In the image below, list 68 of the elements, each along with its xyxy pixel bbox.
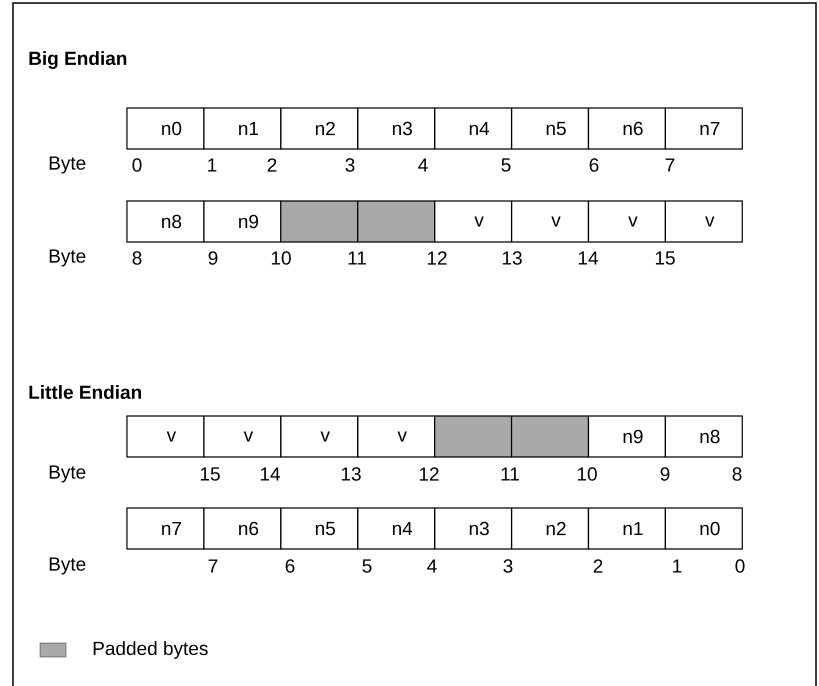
byte-cell: n2 — [510, 507, 590, 550]
byte-number: 12 — [428, 251, 447, 265]
byte-cell: n3 — [357, 107, 436, 150]
byte-number: 15 — [200, 467, 220, 481]
byte-number: 14 — [578, 251, 598, 265]
byte-number: 5 — [362, 559, 372, 573]
byte-number: 14 — [260, 467, 280, 481]
byte-cell: n8 — [126, 200, 204, 243]
byte-cell: v — [203, 415, 282, 458]
byte-cell: n6 — [588, 107, 666, 150]
legend-text: Padded bytes — [94, 641, 208, 659]
byte-cell: n0 — [664, 507, 743, 550]
byte-number: 10 — [578, 467, 597, 481]
byte-label: Byte — [50, 558, 86, 574]
byte-cell: n0 — [126, 107, 204, 150]
padded-cell — [434, 415, 512, 458]
byte-cell: n4 — [434, 107, 512, 150]
byte-cell: v — [588, 200, 666, 243]
byte-number: 0 — [735, 559, 745, 573]
byte-cell: n2 — [280, 107, 358, 150]
byte-cell: v — [280, 415, 358, 458]
byte-number: 6 — [286, 559, 294, 573]
byte-number: 13 — [342, 467, 361, 481]
byte-number: 9 — [660, 467, 670, 481]
byte-number: 2 — [268, 158, 276, 172]
byte-label: Byte — [50, 156, 86, 174]
byte-number: 15 — [656, 251, 675, 265]
byte-number: 9 — [208, 251, 218, 265]
byte-number: 5 — [501, 158, 510, 172]
byte-cell: n1 — [203, 107, 282, 150]
byte-number: 4 — [427, 559, 437, 573]
byte-number: 8 — [732, 467, 742, 481]
section-heading: Little Endian — [29, 385, 142, 399]
byte-cell: n9 — [588, 415, 666, 458]
byte-cell: v — [126, 415, 204, 458]
byte-cell: n5 — [510, 107, 590, 150]
byte-cell: n7 — [664, 107, 743, 150]
byte-cell: n6 — [203, 507, 282, 550]
byte-cell: n1 — [588, 507, 666, 550]
byte-number: 4 — [418, 158, 428, 172]
byte-number: 2 — [594, 559, 602, 573]
byte-cell: n7 — [126, 507, 204, 550]
byte-cell: v — [664, 200, 743, 243]
byte-number: 11 — [348, 251, 366, 265]
byte-number: 3 — [345, 158, 354, 172]
section-heading: Big Endian — [29, 51, 126, 69]
byte-number: 6 — [590, 158, 598, 172]
byte-cell: n4 — [357, 507, 436, 550]
padded-cell — [280, 200, 358, 243]
byte-label: Byte — [50, 466, 86, 482]
byte-number: 11 — [502, 467, 519, 481]
byte-cell: n5 — [280, 507, 358, 550]
byte-number: 1 — [673, 559, 682, 573]
padded-cell — [357, 200, 436, 243]
byte-number: 13 — [502, 251, 522, 265]
byte-label: Byte — [50, 250, 86, 266]
byte-number: 7 — [208, 559, 218, 573]
byte-number: 0 — [132, 158, 142, 172]
byte-number: 7 — [666, 158, 674, 172]
byte-number: 12 — [420, 467, 439, 481]
byte-cell: v — [434, 200, 512, 243]
byte-cell: n3 — [434, 507, 512, 550]
padded-cell — [510, 415, 590, 458]
byte-cell: v — [510, 200, 590, 243]
byte-number: 3 — [503, 559, 512, 573]
byte-cell: n8 — [664, 415, 743, 458]
byte-number: 1 — [208, 158, 216, 172]
byte-number: 10 — [272, 251, 291, 265]
